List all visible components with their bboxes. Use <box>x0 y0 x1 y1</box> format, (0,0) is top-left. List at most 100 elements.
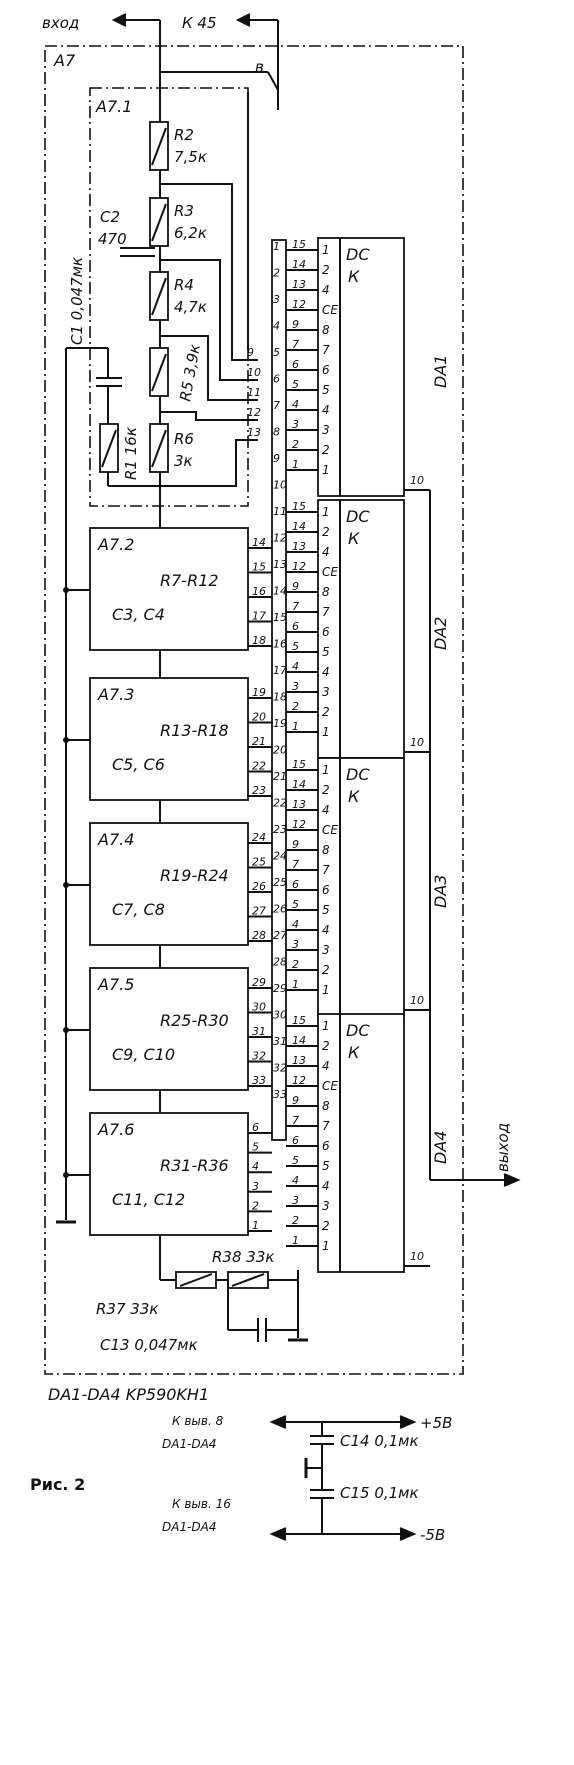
module-a7-label: A7 <box>53 51 76 70</box>
chip-pin-number: 14 <box>292 258 306 271</box>
module-pin-label: 30 <box>252 1001 266 1014</box>
chip-pin-number: 1 <box>292 720 299 733</box>
chip-input-label: 1 <box>322 243 330 257</box>
bus-pin-label: 7 <box>273 399 280 412</box>
chip-pin-number: 4 <box>292 1174 299 1187</box>
module-name: A7.6 <box>97 1120 134 1139</box>
bus-pin-label: 31 <box>273 1035 287 1048</box>
bus-pin-label: 27 <box>273 929 287 942</box>
output-terminal: выход <box>429 490 521 1187</box>
capacitor-c2: C2 470 <box>98 208 155 257</box>
chip-input-label: CE <box>322 823 338 837</box>
resistor-r6: R6 3к <box>149 423 194 473</box>
chip-input-label: CE <box>322 565 338 579</box>
module-resistors: R19-R24 <box>160 866 229 885</box>
bus-pin-label: 20 <box>273 744 287 757</box>
bus-pin-label: 23 <box>273 823 287 836</box>
svg-text:-5В: -5В <box>420 1526 445 1544</box>
chip-pin-number: 2 <box>292 700 299 713</box>
module-pin-label: 4 <box>252 1160 259 1173</box>
chip-pin-number: 13 <box>292 540 306 553</box>
chip-input-label: 1 <box>322 725 330 739</box>
chip-input-label: 5 <box>322 1159 330 1173</box>
module-pin-label: 28 <box>252 929 266 942</box>
chip-input-label: 3 <box>322 423 330 437</box>
chip-input-label: 4 <box>322 803 330 817</box>
bus-pin-label: 22 <box>273 797 287 810</box>
module-resistors: R31-R36 <box>160 1156 229 1175</box>
bus-pin-label: 28 <box>273 956 287 969</box>
bus-pin-label: 4 <box>273 320 280 333</box>
chip-pin-number: 9 <box>292 318 299 331</box>
chip-pin-number: 2 <box>292 438 299 451</box>
module-resistors: R25-R30 <box>160 1011 229 1030</box>
bus-b-label: в <box>255 58 264 76</box>
bus-pin-label: 1 <box>273 240 280 253</box>
chip-input-label: CE <box>322 1079 338 1093</box>
module-pin-label: 33 <box>252 1074 266 1087</box>
k45-label: К 45 <box>182 14 217 32</box>
svg-text:6,2к: 6,2к <box>174 224 207 242</box>
module-pin-label: 26 <box>252 880 266 893</box>
r37-label: R37 33к <box>96 1300 158 1318</box>
chip-output-pin: 10 <box>410 994 424 1007</box>
bus-pin-label: 8 <box>273 426 280 439</box>
module-pin-label: 2 <box>252 1199 259 1212</box>
c13-label: C13 0,047мк <box>100 1336 198 1354</box>
chip-pin-number: 5 <box>292 898 299 911</box>
chip-input-label: 2 <box>322 443 330 457</box>
chip-input-label: 7 <box>322 343 330 357</box>
chip-input-label: 2 <box>322 1219 330 1233</box>
module-pin-label: 3 <box>252 1180 259 1193</box>
bus-pin-label: 26 <box>273 903 287 916</box>
bus-pin-label: 21 <box>273 770 287 783</box>
bus-pin-label: 11 <box>273 505 287 518</box>
chip-input-label: 4 <box>322 923 330 937</box>
svg-text:К выв. 16: К выв. 16 <box>172 1497 231 1511</box>
resistor-r2: R2 7,5к <box>149 121 207 171</box>
module-pin-label: 19 <box>252 686 266 699</box>
module-a7-1-label: A7.1 <box>95 97 132 116</box>
chip-input-label: 4 <box>322 545 330 559</box>
chip-input-label: 1 <box>322 983 330 997</box>
svg-text:DA1-DA4: DA1-DA4 <box>162 1520 217 1534</box>
connector-bus <box>271 239 287 1141</box>
module-capacitors: C7, C8 <box>112 900 165 919</box>
chip-pin-number: 3 <box>292 1194 299 1207</box>
chip-input-label: 6 <box>322 625 330 639</box>
module-name: A7.5 <box>97 975 134 994</box>
module-name: A7.3 <box>97 685 134 704</box>
svg-text:C15 0,1мк: C15 0,1мк <box>340 1484 419 1502</box>
chip-input-label: 3 <box>322 1199 330 1213</box>
bottom-network: R37 33к R38 33к C13 0,047мк <box>96 1248 308 1354</box>
svg-text:DA1-DA4: DA1-DA4 <box>162 1437 217 1451</box>
module-pin-label: 18 <box>252 634 266 647</box>
bus-pin-label: 18 <box>273 691 287 704</box>
module-pin-label: 24 <box>252 831 266 844</box>
module-capacitors: C9, C10 <box>112 1045 175 1064</box>
power-supply: К выв. 8 DA1-DA4 +5В C14 0,1мк C15 0,1мк… <box>162 1414 452 1544</box>
chip-output-pin: 10 <box>410 1250 424 1263</box>
chip-input-label: 4 <box>322 1059 330 1073</box>
bus-pin-label: 6 <box>273 373 280 386</box>
chip-input-label: 2 <box>322 705 330 719</box>
module-resistors: R13-R18 <box>160 721 229 740</box>
module-capacitors: C11, C12 <box>112 1190 185 1209</box>
module-pin-label: 17 <box>252 610 266 623</box>
bus-pin-label: 25 <box>273 876 287 889</box>
chip-pin-number: 9 <box>292 580 299 593</box>
chip-type-label: DA1-DA4 KP590KH1 <box>48 1385 209 1404</box>
bus-pin-label: 15 <box>273 611 287 624</box>
bus-pin-label: 10 <box>273 479 287 492</box>
chip-input-label: 6 <box>322 363 330 377</box>
chip-input-label: 2 <box>322 963 330 977</box>
chip-pin-number: 6 <box>292 1134 299 1147</box>
chip-input-label: 5 <box>322 383 330 397</box>
chip-pin-number: 7 <box>292 600 299 613</box>
chip-pin-number: 1 <box>292 978 299 991</box>
chip-input-label: CE <box>322 303 338 317</box>
chip-k-label: К <box>348 1043 360 1062</box>
module-pin-label: 29 <box>252 976 266 989</box>
